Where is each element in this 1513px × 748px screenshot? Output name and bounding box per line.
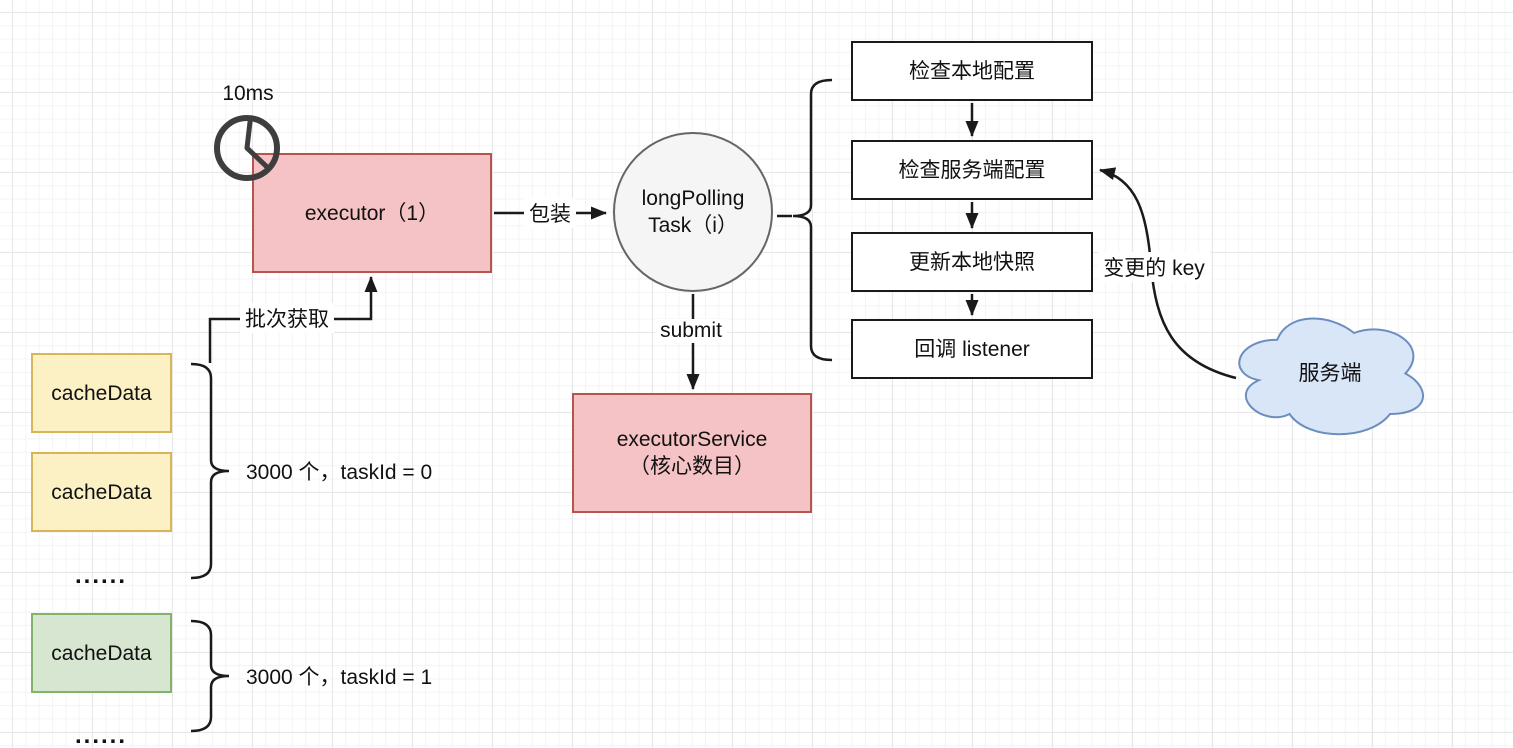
executor-service-line1: executorService (616, 428, 768, 451)
step-check-local-config-label: 检查本地配置 (909, 59, 1035, 83)
cache-group-0-annotation: 3000 个，taskId = 0 (246, 461, 433, 484)
step-callback-listener-label: 回调 listener (914, 337, 1030, 361)
step-update-local-snapshot-label: 更新本地快照 (909, 250, 1035, 274)
executor-service-line2: （核心数目） (628, 455, 755, 478)
longpolling-task-circle: longPolling Task（i） (613, 132, 773, 292)
longpolling-task-line1: longPolling (641, 187, 745, 210)
changed-key-edge-label: 变更的 key (1098, 252, 1210, 282)
cache-data-box-1-label: cacheData (51, 381, 152, 405)
cache-group-1-annotation: 3000 个，taskId = 1 (246, 666, 433, 689)
cache-group-1-ellipsis: ...... (74, 722, 128, 748)
executor-box: executor（1） (252, 153, 492, 273)
executor-service-box: executorService （核心数目） (572, 393, 812, 513)
cloud-label: 服务端 (1298, 362, 1362, 385)
brace-cache-group-1 (190, 619, 230, 733)
executor-label: executor（1） (304, 201, 440, 225)
clock-icon (214, 115, 280, 181)
cache-data-box-2-label: cacheData (51, 480, 152, 504)
step-callback-listener: 回调 listener (851, 319, 1093, 379)
step-check-server-config: 检查服务端配置 (851, 140, 1093, 200)
server-cloud (1238, 317, 1424, 436)
batch-fetch-edge-label: 批次获取 (240, 303, 334, 333)
executor-service-label: executorService （核心数目） (617, 426, 768, 480)
step-check-local-config: 检查本地配置 (851, 41, 1093, 101)
step-update-local-snapshot: 更新本地快照 (851, 232, 1093, 292)
cache-group-0-ellipsis: ...... (74, 562, 128, 589)
cache-data-box-3-label: cacheData (51, 641, 152, 665)
cache-data-box-2: cacheData (31, 452, 172, 532)
wrap-edge-label: 包装 (524, 198, 576, 228)
cache-data-box-3: cacheData (31, 613, 172, 693)
brace-steps-group (792, 78, 833, 362)
submit-edge-label: submit (655, 319, 727, 343)
step-check-server-config-label: 检查服务端配置 (898, 158, 1046, 182)
longpolling-task-label: longPolling Task（i） (642, 185, 745, 239)
cache-data-box-1: cacheData (31, 353, 172, 433)
brace-cache-group-0 (190, 362, 230, 580)
longpolling-task-line2: Task（i） (648, 214, 738, 237)
timer-label: 10ms (222, 82, 274, 105)
